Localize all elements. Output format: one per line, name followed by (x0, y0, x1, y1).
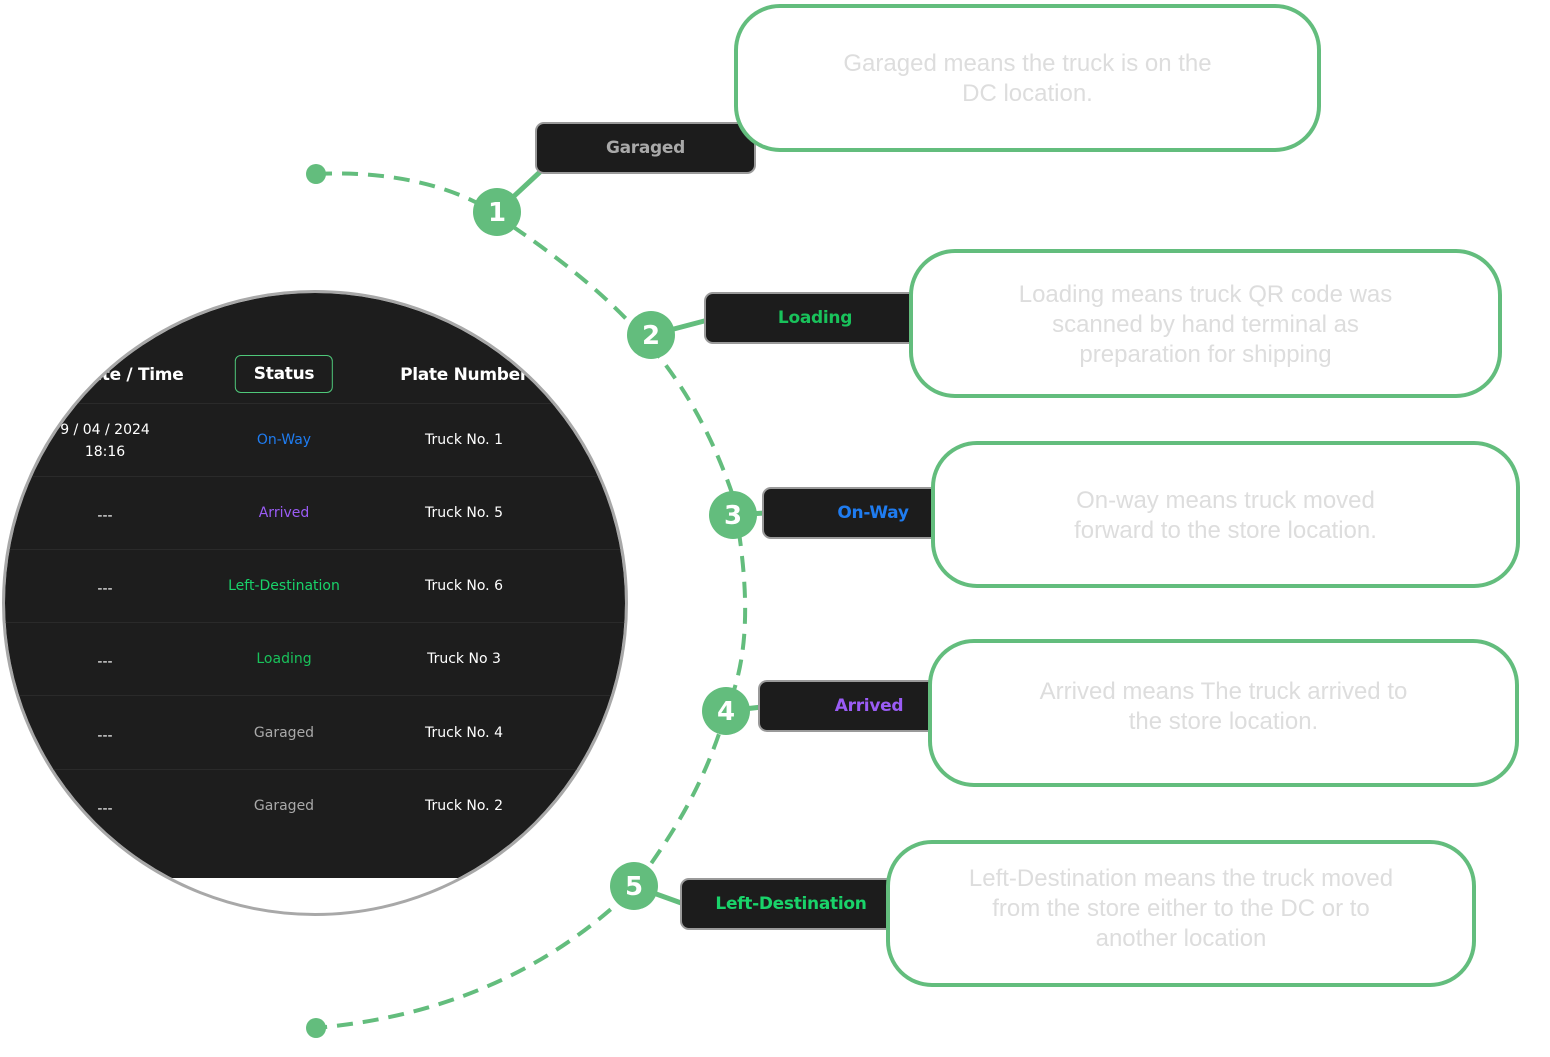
row-plate: Truck No. 5 (425, 505, 503, 521)
step-number-5: 5 (625, 872, 643, 902)
row-date: --- (97, 801, 113, 817)
row-status: Arrived (258, 505, 310, 521)
step-marker-2: 2 (627, 311, 675, 359)
step-number-1: 1 (488, 198, 506, 228)
row-plate: Truck No. 2 (425, 798, 503, 814)
step-number-2: 2 (642, 321, 660, 351)
table-row[interactable]: --- Garaged Truck No. 4 (5, 695, 625, 768)
row-status: Garaged (253, 725, 315, 741)
description-garaged: Garaged means the truck is on the DC loc… (843, 50, 1212, 107)
description-box-on-way: On-way means truck moved forward to the … (931, 441, 1520, 588)
header-status[interactable]: Status (234, 355, 334, 393)
row-date: --- (97, 728, 113, 744)
row-status: On-Way (256, 432, 312, 448)
description-box-arrived: Arrived means The truck arrived to the s… (928, 639, 1519, 787)
description-left-destination: Left-Destination means the truck moved f… (968, 865, 1394, 952)
table-row[interactable]: --- Garaged Truck No. 2 (5, 769, 625, 842)
header-plate-number: Plate Number (400, 365, 528, 385)
truck-status-table: ate / Time Status Plate Number 9 / 04 / … (5, 293, 625, 878)
step-marker-3: 3 (709, 491, 757, 539)
arc-end-dot (306, 1018, 326, 1038)
header-date-time: ate / Time (90, 365, 184, 385)
row-plate: Truck No 3 (427, 651, 501, 667)
status-pill-left-destination[interactable]: Left-Destination (680, 878, 902, 930)
row-status: Left-Destination (228, 578, 340, 594)
row-plate: Truck No. 6 (425, 578, 503, 594)
step-marker-4: 4 (702, 687, 750, 735)
row-date: --- (97, 654, 113, 670)
row-status: Garaged (253, 798, 315, 814)
table-row[interactable]: --- Left-Destination Truck No. 6 (5, 549, 625, 622)
row-plate: Truck No. 1 (425, 432, 503, 448)
step-marker-1: 1 (473, 188, 521, 236)
row-date: --- (97, 581, 113, 597)
table-row[interactable]: --- Loading Truck No 3 (5, 622, 625, 695)
status-pill-garaged[interactable]: Garaged (535, 122, 756, 174)
dashed-arc-path (315, 171, 748, 1030)
row-date: 9 / 04 / 2024 (60, 422, 150, 438)
step-number-3: 3 (724, 501, 742, 531)
row-date: --- (97, 508, 113, 524)
row-plate: Truck No. 4 (425, 725, 503, 741)
table-row[interactable]: 9 / 04 / 2024 18:16 On-Way Truck No. 1 (5, 403, 625, 476)
description-loading: Loading means truck QR code was scanned … (1018, 281, 1393, 368)
description-arrived: Arrived means The truck arrived to the s… (1039, 678, 1408, 735)
status-pill-loading[interactable]: Loading (704, 292, 926, 344)
description-box-left-destination: Left-Destination means the truck moved f… (886, 840, 1476, 987)
description-on-way: On-way means truck moved forward to the … (1074, 487, 1377, 544)
description-box-garaged: Garaged means the truck is on the DC loc… (734, 4, 1321, 152)
arc-start-dot (306, 164, 326, 184)
step-number-4: 4 (717, 697, 735, 727)
row-time: 18:16 (84, 444, 126, 460)
description-box-loading: Loading means truck QR code was scanned … (909, 249, 1502, 398)
table-row[interactable]: --- Arrived Truck No. 5 (5, 476, 625, 549)
table-magnifier: ate / Time Status Plate Number 9 / 04 / … (2, 290, 628, 916)
row-status: Loading (256, 651, 312, 667)
